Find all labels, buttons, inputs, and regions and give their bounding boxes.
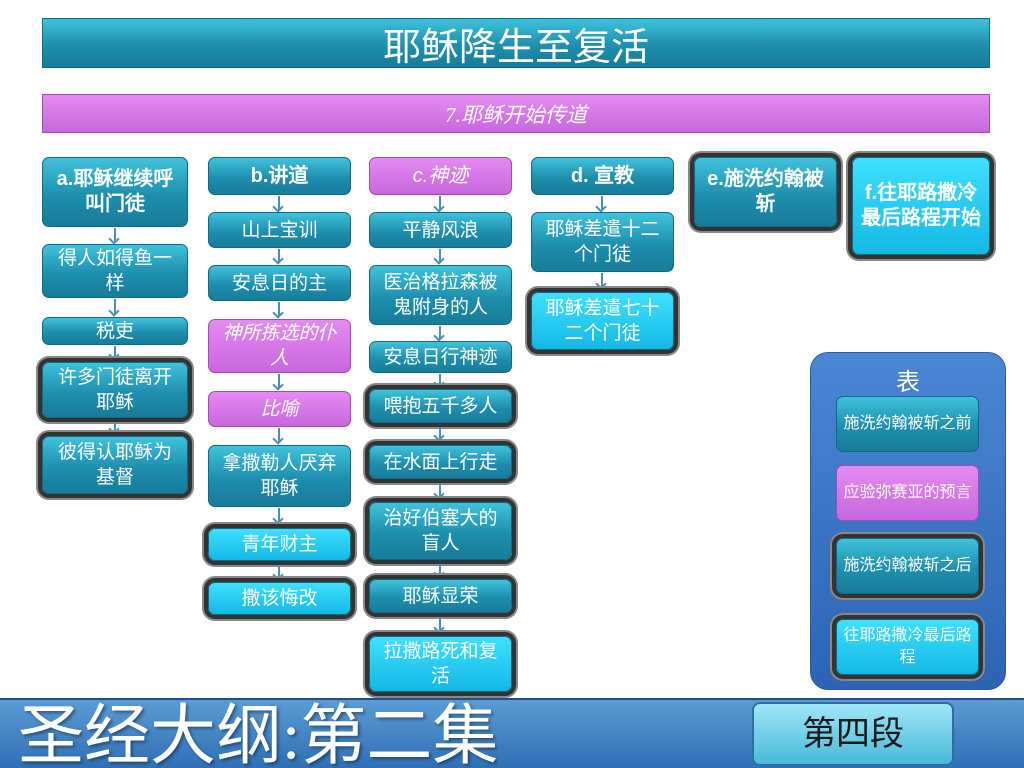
- title-banner: 耶稣降生至复活: [42, 18, 990, 69]
- column-b-item[interactable]: 拿撒勒人厌弃耶稣: [208, 445, 351, 507]
- column-c-item[interactable]: 喂抱五千多人: [369, 389, 512, 423]
- legend-title: 表: [896, 370, 920, 396]
- legend-item-prophecy: 应验弥赛亚的预言: [836, 465, 979, 521]
- column-c-item[interactable]: 耶稣显荣: [369, 579, 512, 613]
- column-d-header[interactable]: d. 宣教: [531, 157, 674, 195]
- column-b-item[interactable]: 撒该悔改: [208, 582, 351, 615]
- subtitle-banner: 7.耶稣开始传道: [42, 94, 990, 133]
- column-a-item[interactable]: 彼得认耶稣为基督: [42, 436, 188, 494]
- legend-item-before: 施洗约翰被斩之前: [836, 396, 979, 452]
- column-b-item[interactable]: 山上宝训: [208, 212, 351, 248]
- column-c-item[interactable]: 医治格拉森被鬼附身的人: [369, 265, 512, 325]
- legend-item-after: 施洗约翰被斩之后: [836, 538, 979, 594]
- column-a-header[interactable]: a.耶稣继续呼叫门徒: [42, 157, 188, 227]
- column-a-item[interactable]: 许多门徒离开耶稣: [42, 362, 188, 418]
- column-d-item[interactable]: 耶稣差遣十二个门徒: [531, 212, 674, 272]
- column-c-item[interactable]: 在水面上行走: [369, 445, 512, 479]
- column-d-item[interactable]: 耶稣差遣七十二个门徒: [531, 292, 674, 350]
- column-b-item[interactable]: 安息日的主: [208, 265, 351, 301]
- subtitle-text: 7.耶稣开始传道: [445, 102, 587, 127]
- section-badge: 第四段: [752, 702, 954, 766]
- column-b-item[interactable]: 神所拣选的仆人: [208, 319, 351, 373]
- column-c-item[interactable]: 拉撒路死和复活: [369, 636, 512, 692]
- column-a-item[interactable]: 得人如得鱼一样: [42, 244, 188, 298]
- page-title: 耶稣降生至复活: [382, 26, 649, 69]
- legend-item-final-journey: 往耶路撒冷最后路程: [836, 619, 979, 675]
- column-b-header[interactable]: b.讲道: [208, 157, 351, 195]
- series-title: 圣经大纲:第二集: [18, 700, 499, 768]
- column-b-item[interactable]: 比喻: [208, 391, 351, 427]
- column-c-item[interactable]: 治好伯塞大的盲人: [369, 502, 512, 560]
- column-e-header[interactable]: e.施洗约翰被斩: [694, 157, 837, 227]
- column-f-header[interactable]: f.往耶路撒冷最后路程开始: [852, 157, 990, 255]
- column-c-header[interactable]: c.神迹: [369, 157, 512, 195]
- column-b-item[interactable]: 青年财主: [208, 528, 351, 561]
- column-a-item[interactable]: 税吏: [42, 317, 188, 345]
- column-c-item[interactable]: 安息日行神迹: [369, 341, 512, 373]
- column-c-item[interactable]: 平静风浪: [369, 212, 512, 248]
